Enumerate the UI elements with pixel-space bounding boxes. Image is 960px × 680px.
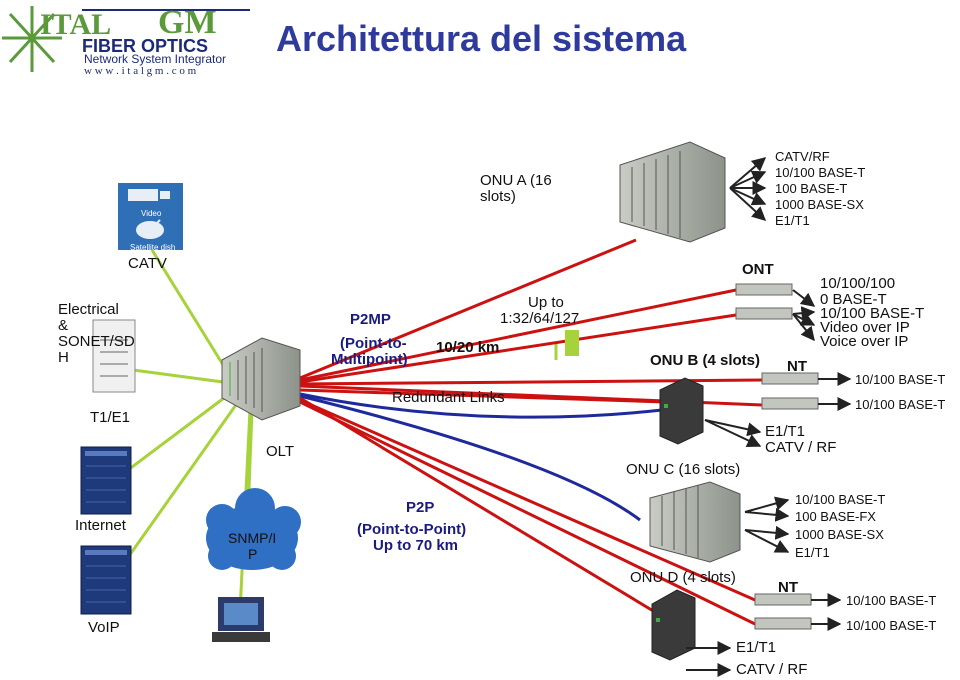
nt2-label: NT <box>778 579 798 596</box>
onu-d-output: CATV / RF <box>736 661 808 678</box>
ont-output: 10/100 BASE-T <box>820 305 925 322</box>
onu-d-unit <box>651 589 696 661</box>
satellite-icon-label: Satellite dish <box>130 243 176 252</box>
snmp-cloud <box>206 488 301 570</box>
onu-c-label: ONU C (16 slots) <box>626 461 741 478</box>
p2mp-sub-label-2: Multipoint) <box>331 351 408 368</box>
voip-server <box>80 545 132 615</box>
electrical-label-2: & <box>58 317 69 334</box>
sonet-equipment <box>92 319 136 393</box>
voip-label: VoIP <box>88 619 120 636</box>
nt1-output: 10/100 BASE-T <box>855 372 946 387</box>
nt2-modules <box>754 593 812 630</box>
p2mp-sub-label-1: (Point-to- <box>340 335 407 352</box>
internet-server <box>80 446 132 515</box>
onu-c-rack <box>649 481 741 563</box>
internet-label: Internet <box>75 517 126 534</box>
olt-label: OLT <box>266 443 295 460</box>
logo-subtitle: FIBER OPTICS <box>82 36 209 56</box>
nt2-output: 10/100 BASE-T <box>846 618 937 633</box>
onu-b-unit <box>659 377 704 445</box>
green-links <box>110 249 558 613</box>
logo-star-icon <box>2 6 250 72</box>
catv-label: CATV <box>128 255 167 272</box>
olt-rack <box>221 337 301 421</box>
onu-a-output: CATV/RF <box>775 149 830 164</box>
nt1-label: NT <box>787 358 807 375</box>
management-terminal <box>212 597 270 642</box>
video-icon-label: Video <box>141 209 162 218</box>
onu-c-output: 1000 BASE-SX <box>795 527 884 542</box>
logo-brand-right: GM <box>158 4 217 41</box>
distance-label: 10/20 km <box>436 339 500 356</box>
p2p-range-label: Up to 70 km <box>373 537 459 554</box>
split-label-1: Up to <box>528 294 564 311</box>
ont-label: ONT <box>742 261 774 278</box>
onu-d-label: ONU D (4 slots) <box>630 569 736 586</box>
onu-a-label-2: slots) <box>480 188 516 205</box>
electrical-label-4: H <box>58 349 69 366</box>
ont-output: 0 BASE-T <box>820 291 887 308</box>
onu-b-output: CATV / RF <box>765 439 837 456</box>
ont-modules <box>735 283 793 320</box>
split-label-2: 1:32/64/127 <box>500 310 580 327</box>
t1e1-label: T1/E1 <box>90 409 131 426</box>
p2mp-label: P2MP <box>350 311 391 328</box>
electrical-label-3: SONET/SD <box>58 333 135 350</box>
snmp-label-2: P <box>248 546 258 562</box>
p2p-sub-label: (Point-to-Point) <box>357 521 467 538</box>
onu-a-label-1: ONU A (16 <box>480 172 552 189</box>
output-arrows <box>686 157 852 677</box>
splitter <box>565 330 579 356</box>
ont-output: 10/100/100 <box>820 275 896 292</box>
onu-a-rack <box>619 141 726 243</box>
onu-b-output: E1/T1 <box>765 423 806 440</box>
onu-a-output: 1000 BASE-SX <box>775 197 864 212</box>
logo-url: w w w . i t a l g m . c o m <box>84 65 197 77</box>
onu-a-output: 100 BASE-T <box>775 181 848 196</box>
onu-d-output: E1/T1 <box>736 639 777 656</box>
onu-a-output: E1/T1 <box>775 213 810 228</box>
p2p-label: P2P <box>406 499 435 516</box>
ont-output: Voice over IP <box>820 333 909 350</box>
onu-c-output: E1/T1 <box>795 545 830 560</box>
onu-c-output: 100 BASE-FX <box>795 509 876 524</box>
electrical-label-1: Electrical <box>58 301 119 318</box>
logo-brand-left: ITAL <box>40 8 112 41</box>
onu-a-output: 10/100 BASE-T <box>775 165 866 180</box>
ont-output: Video over IP <box>820 319 910 336</box>
fiber-links <box>299 238 763 626</box>
redundant-links-label: Redundant Links <box>392 389 505 406</box>
catv-icons <box>118 183 183 250</box>
onu-c-output: 10/100 BASE-T <box>795 492 886 507</box>
nt2-output: 10/100 BASE-T <box>846 593 937 608</box>
nt1-output: 10/100 BASE-T <box>855 397 946 412</box>
onu-b-label: ONU B (4 slots) <box>650 352 761 369</box>
snmp-label-1: SNMP/I <box>228 530 277 546</box>
company-logo: ITAL GM FIBER OPTICS Network System Inte… <box>0 0 262 80</box>
nt1-modules <box>761 372 819 410</box>
logo-tagline: Network System Integrator <box>84 52 227 66</box>
page-title: Architettura del sistema <box>276 18 687 59</box>
